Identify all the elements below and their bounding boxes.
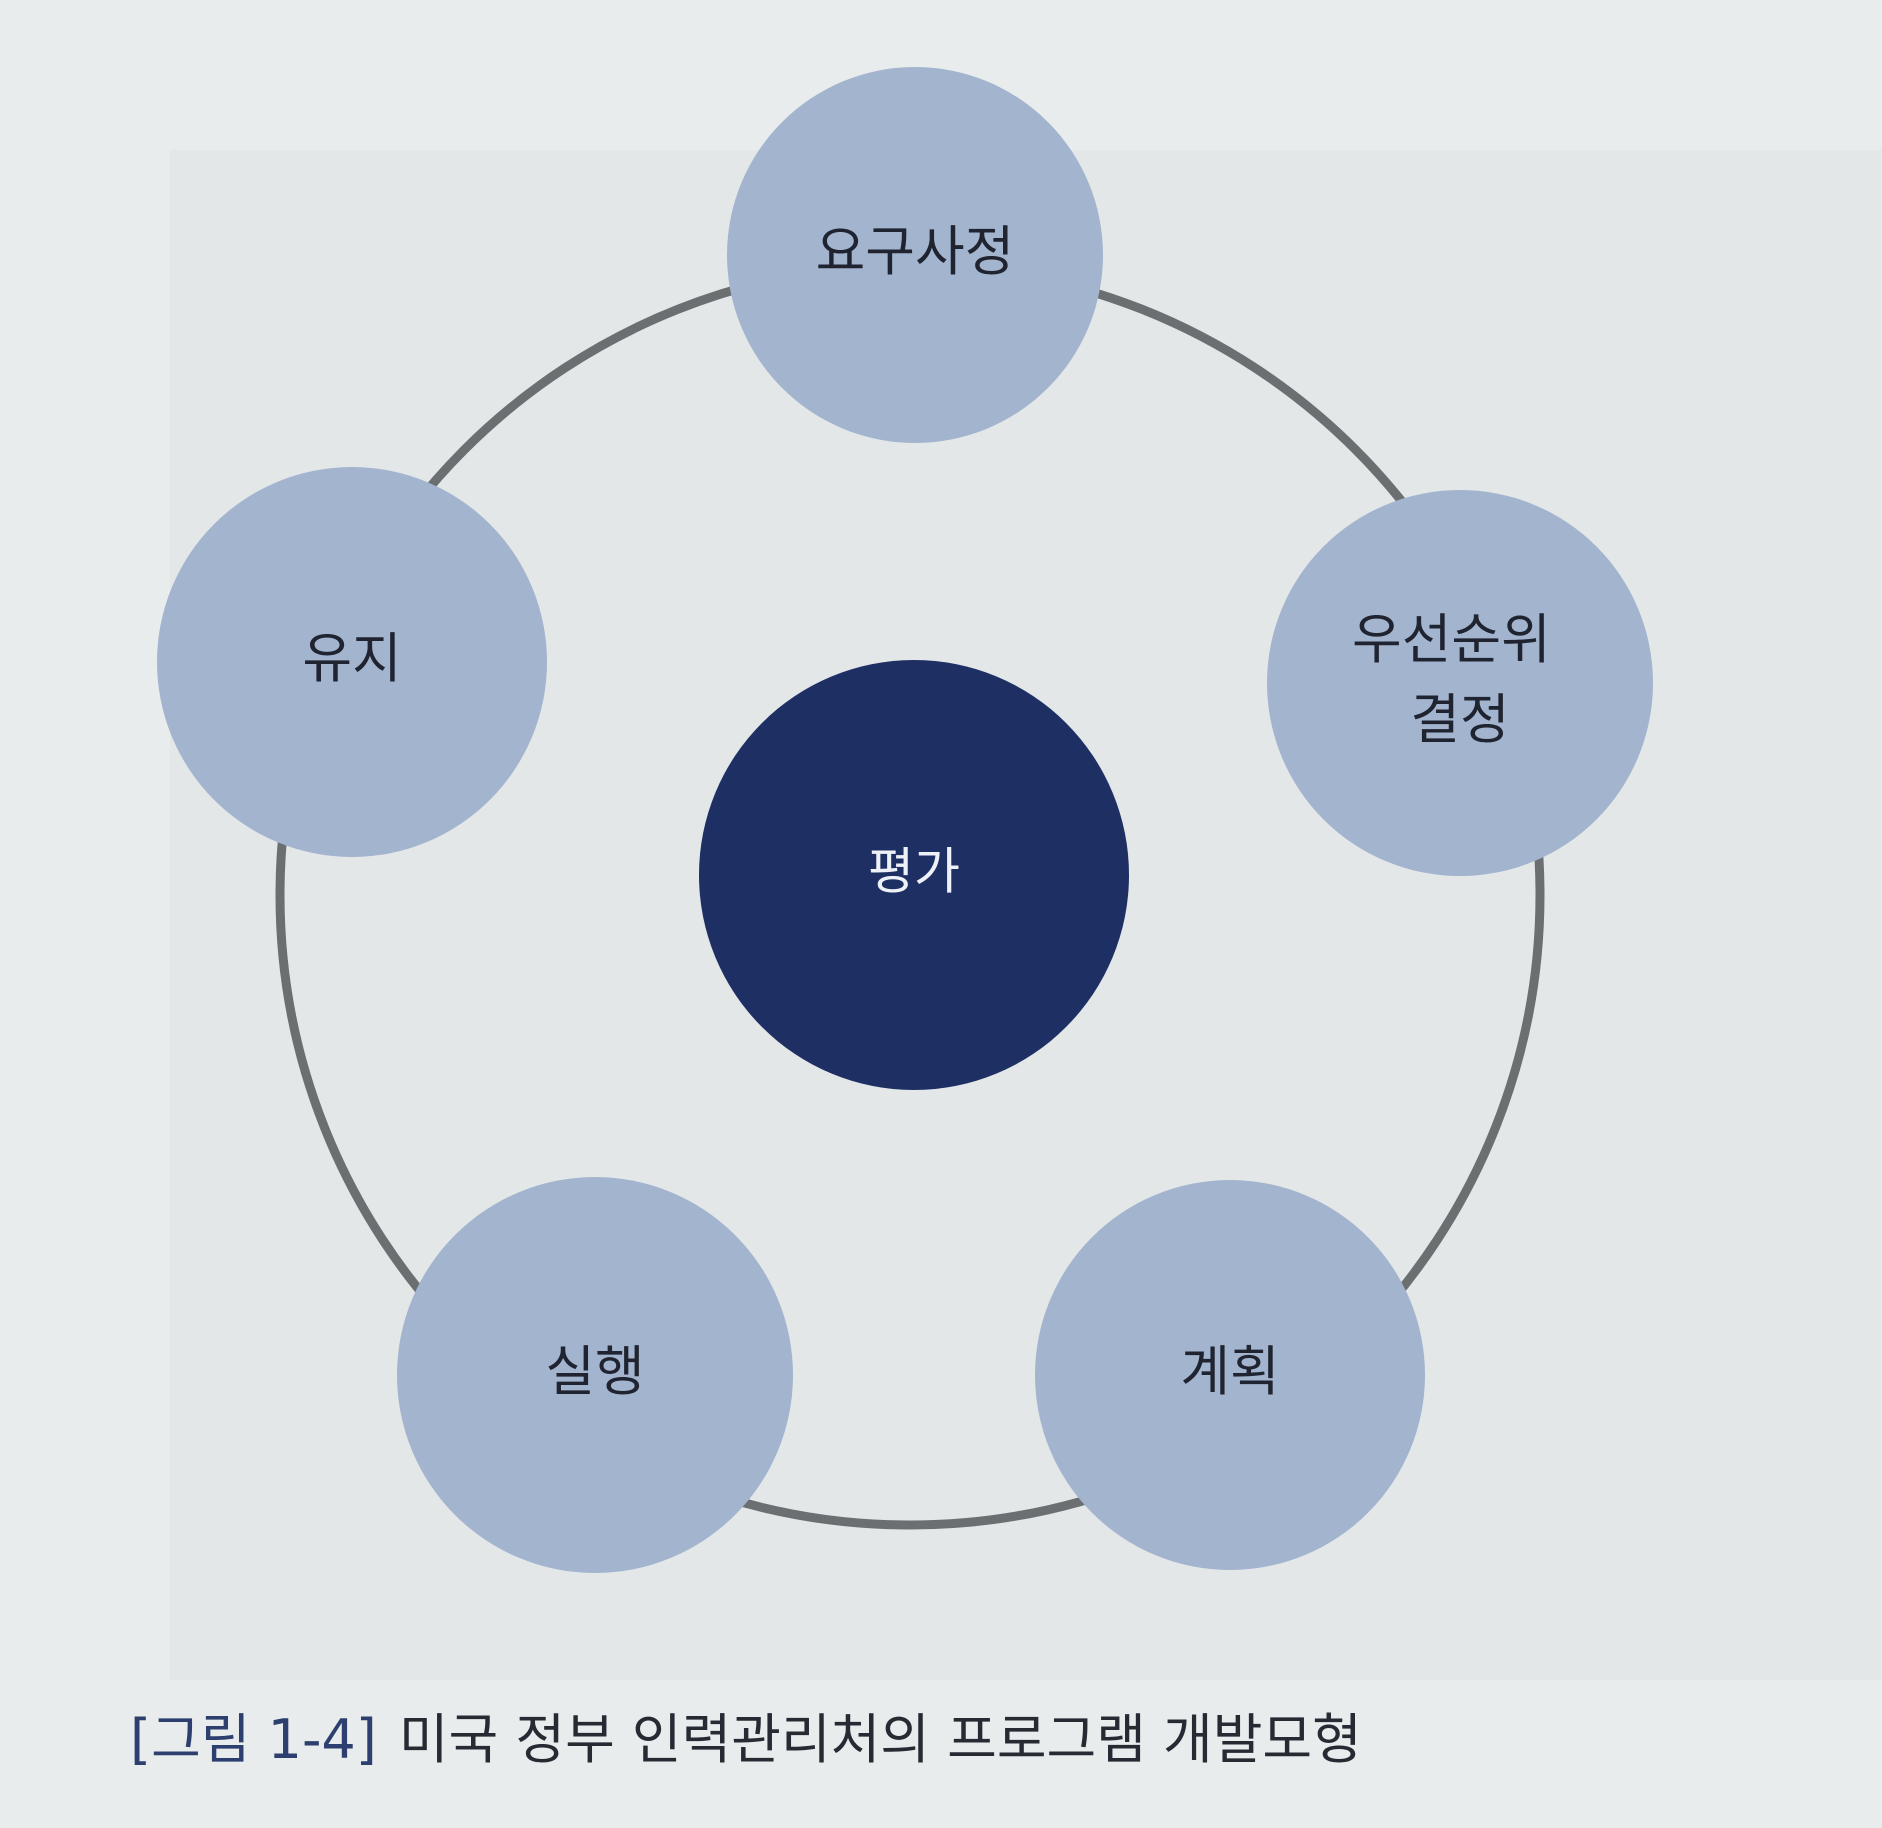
center-label-evaluation: 평가 <box>868 843 960 901</box>
figure-caption: [그림 1-4] 미국 정부 인력관리처의 프로그램 개발모형 <box>130 1700 1730 1780</box>
node-label-planning: 계획 <box>1180 1340 1279 1403</box>
node-label-prioritization: 우선순위 결정 <box>1352 608 1568 751</box>
node-implementation: 실행 <box>397 1177 793 1573</box>
node-label-implementation: 실행 <box>545 1340 644 1403</box>
figure-caption-number: [그림 1-4] <box>130 1708 377 1771</box>
figure-caption-text: 미국 정부 인력관리처의 프로그램 개발모형 <box>398 1708 1362 1771</box>
node-label-requirements: 요구사정 <box>816 220 1015 283</box>
node-requirements: 요구사정 <box>727 67 1103 443</box>
node-label-maintenance: 유지 <box>302 627 401 690</box>
node-prioritization: 우선순위 결정 <box>1267 490 1653 876</box>
node-planning: 계획 <box>1035 1180 1425 1570</box>
node-evaluation-center: 평가 <box>699 660 1129 1090</box>
node-maintenance: 유지 <box>157 467 547 857</box>
